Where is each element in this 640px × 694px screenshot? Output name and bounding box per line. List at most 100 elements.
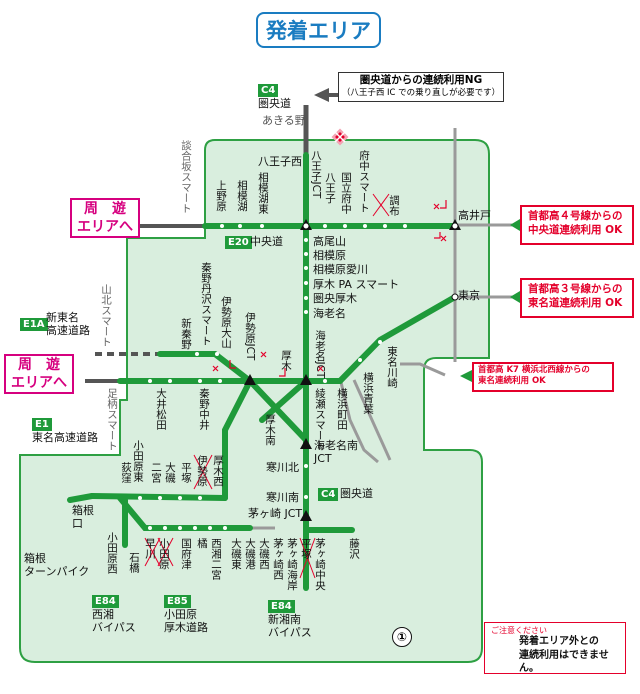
label-sanbongi: 山北スマート: [100, 284, 113, 347]
label-sagamiko-higashi: 相模湖東: [257, 172, 270, 214]
page-number: ①: [392, 627, 412, 647]
label-chigasaki-kaigan: 茅ヶ崎海岸: [286, 538, 299, 591]
label-sagamihara-aikawa: 相模原愛川: [313, 263, 368, 276]
label-uenohara: 上野原: [215, 180, 228, 212]
road-name-c4-mid: 圏央道: [340, 487, 373, 500]
label-hiratsuka-toku: 平塚: [300, 538, 313, 559]
label-odawara-higashi: 小田原東: [132, 440, 145, 482]
isehara-jct-triangle: [244, 374, 256, 385]
shuyu-area-link-upper[interactable]: 周 遊 エリアへ: [70, 198, 140, 238]
road-badge-e1: E1: [32, 418, 52, 431]
label-yokohama-machida: 横浜町田: [336, 388, 349, 430]
caution-notice: ご注意ください 発着エリア外との 連続利用はできません。: [484, 622, 626, 674]
label-chigasaki-chuo: 茅ヶ崎中央: [314, 538, 327, 591]
label-oiso-east: 大磯東: [230, 538, 243, 570]
label-ashigara: 足柄スマート: [106, 388, 119, 451]
label-ninomiya: 二宮: [150, 462, 163, 483]
road-name-e85-2: 厚木道路: [164, 621, 208, 634]
label-oiso: 大磯: [164, 462, 177, 483]
label-ebina-minami-jct: JCT: [314, 452, 332, 465]
road-name-e84-right-1: 新湘南: [268, 613, 301, 626]
road-name-e1a-1: 新東名: [46, 311, 79, 324]
departure-area: [19, 139, 490, 663]
road-badge-c4-top: C4: [258, 84, 279, 97]
label-odawara-nishi: 小田原西: [106, 532, 119, 574]
label-fujisawa: 藤沢: [348, 538, 361, 559]
label-yokohama-aoba: 横浜青葉: [362, 372, 375, 414]
label-hiratsuka: 平塚: [180, 462, 193, 483]
label-odawara: 小田原: [158, 538, 171, 570]
road-badge-e20: E20: [225, 236, 252, 249]
caution-text: 発着エリア外との 連続利用はできません。: [519, 636, 609, 674]
road-name-e84-left-2: バイパス: [92, 621, 136, 634]
shuyu-area-link-lower[interactable]: 周 遊 エリアへ: [4, 354, 74, 394]
road-badge-e85: E85: [164, 595, 191, 608]
ng-arrow: [314, 88, 329, 102]
road-badge-c4-mid: C4: [318, 488, 339, 501]
label-ishibashi: 石橋: [128, 552, 141, 573]
label-hachioji-jct: 八王子JCT: [310, 150, 323, 199]
label-hachioji-nishi: 八王子西: [258, 155, 302, 168]
label-oginosato: 荻窪: [120, 462, 133, 483]
label-samukawa-kita: 寒川北: [266, 461, 299, 474]
road-badge-e84-right: E84: [268, 600, 295, 613]
label-kozu: 国府津: [180, 538, 193, 570]
label-akiruno: あきる野: [262, 114, 306, 127]
label-isehara: 伊勢原: [196, 455, 209, 487]
road-badge-e1a: E1A: [20, 318, 48, 331]
ok-notice-route4: 首都高４号線からの 中央道連続利用 OK: [520, 205, 634, 245]
label-oiso-ko: 大磯港: [244, 538, 257, 570]
road-name-e1a-2: 高速道路: [46, 324, 90, 337]
label-hadano-tanzawa: 秦野丹沢スマート: [200, 262, 213, 346]
label-takaido: 高井戸: [458, 209, 491, 222]
ng-notice: 圏央道からの連続利用NG （八王子西 IC での乗り直しが必要です）: [338, 72, 504, 102]
label-hayakawa: 早川: [144, 538, 157, 559]
label-kenodo-atsugi: 圏央厚木: [313, 292, 357, 305]
label-ebina-minami: 海老名南: [314, 439, 358, 452]
road-name-e1: 東名高速道路: [32, 431, 98, 444]
label-hadano-nakai: 秦野中井: [198, 388, 211, 430]
label-chigasaki-west: 茅ヶ崎西: [272, 538, 285, 580]
label-chigasaki-jct: 茅ヶ崎 JCT: [248, 507, 303, 520]
label-ebina: 海老名: [313, 307, 346, 320]
page-title: 発着エリア: [256, 12, 381, 48]
label-tokyo: 東京: [458, 289, 480, 302]
label-isehara-jct: 伊勢原JCT: [244, 312, 257, 361]
label-oiso-west: 大磯西: [258, 538, 271, 570]
label-isehara-oyama: 伊勢原大山: [220, 296, 233, 349]
label-sagamiko: 相模湖: [236, 180, 249, 212]
road-name-c4-top: 圏央道: [258, 97, 291, 110]
label-hakone-turnpike-2: ターンパイク: [24, 565, 90, 578]
label-atsugi-nishi: 厚木西: [212, 455, 225, 487]
label-kunitachi: 国立府中: [340, 172, 353, 214]
road-badge-e84-left: E84: [92, 595, 119, 608]
label-ebina-jct: 海老名JCT: [314, 330, 327, 379]
label-oi-matsuda: 大井松田: [155, 388, 168, 430]
ok-notice-route3: 首都高３号線からの 東名道連続利用 OK: [520, 278, 634, 318]
label-hakone-guchi-2: 口: [72, 517, 83, 530]
ng-notice-sub: （八王子西 IC での乗り直しが必要です）: [341, 87, 501, 98]
ebina-jct-triangle: [300, 374, 312, 385]
ebina-minami-jct-triangle: [300, 438, 312, 449]
label-danko: 談合坂スマート: [180, 140, 193, 214]
label-shin-hadano: 新秦野: [180, 318, 193, 350]
label-tomei-kawasaki: 東名川崎: [386, 346, 399, 388]
label-atsugi: 厚木: [280, 350, 293, 371]
caution-head: ご注意ください: [491, 626, 547, 635]
label-hakone-guchi-1: 箱根: [72, 504, 94, 517]
road-name-e85-1: 小田原: [164, 608, 197, 621]
label-hakone-turnpike-1: 箱根: [24, 552, 46, 565]
ok-notice-k7: 首都高 K7 横浜北西線からの 東名連続利用 OK: [472, 362, 614, 392]
label-tachibana: 橘: [196, 538, 209, 549]
label-atsugi-pa: 厚木 PA スマート: [313, 278, 400, 291]
label-ayase: 綾瀬スマート: [314, 388, 327, 451]
label-nishi-shonan: 西湘二宮: [210, 538, 223, 580]
label-samukawa-minami: 寒川南: [266, 491, 299, 504]
label-chofu: 調布: [388, 195, 401, 216]
label-fuchu-smart: 府中スマート: [358, 150, 371, 213]
chigasaki-jct-triangle: [300, 510, 312, 521]
label-hachioji: 八王子: [324, 172, 337, 204]
road-name-e84-left-1: 西湘: [92, 608, 114, 621]
label-takaoyama: 高尾山: [313, 235, 346, 248]
ng-notice-main: 圏央道からの連続利用NG: [359, 74, 483, 86]
